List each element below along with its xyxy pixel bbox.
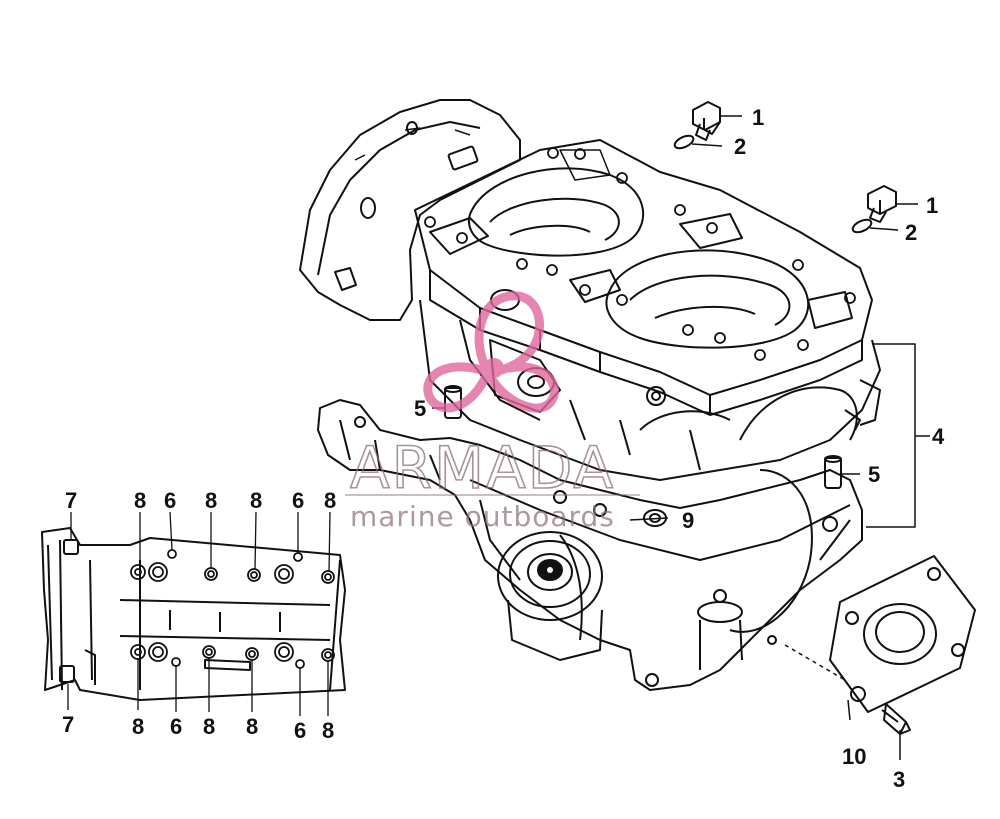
callout-screw-3: 3 bbox=[893, 767, 905, 792]
crankcase-assembly bbox=[299, 99, 881, 691]
watermark-brand: ARMADA bbox=[350, 434, 615, 502]
callout-cover-bottom-8d: 8 bbox=[322, 718, 334, 743]
callout-cover-bottom-6a: 6 bbox=[170, 714, 182, 739]
cylinder-bore-2 bbox=[605, 249, 810, 349]
head-bolt-holes bbox=[424, 147, 856, 361]
callout-dowel-5b: 5 bbox=[868, 462, 880, 487]
watermark: ARMADA marine outboards bbox=[345, 291, 640, 533]
callout-cover-top-6b: 6 bbox=[292, 488, 304, 513]
callout-cover-bottom-8a: 8 bbox=[132, 714, 144, 739]
callout-cover-bottom-8c: 8 bbox=[246, 714, 258, 739]
watermark-tagline: marine outboards bbox=[350, 500, 615, 533]
crankcase-cover bbox=[41, 511, 346, 716]
callout-cover-top-8a: 8 bbox=[134, 488, 146, 513]
callout-cover-top-6a: 6 bbox=[164, 488, 176, 513]
dowel-pin-right bbox=[824, 455, 860, 489]
cover-bolt-holes-bottom bbox=[130, 642, 335, 669]
callout-cover-top-7: 7 bbox=[65, 488, 77, 513]
callout-cover-top-8b: 8 bbox=[205, 488, 217, 513]
callout-bolt-1b: 1 bbox=[926, 193, 938, 218]
callout-cover-bottom-8b: 8 bbox=[203, 714, 215, 739]
crankcase-rear-flange-inner bbox=[317, 121, 481, 276]
watermark-logo-icon bbox=[423, 291, 559, 413]
callout-gasket-10: 10 bbox=[842, 744, 866, 769]
drain-bolt-upper bbox=[692, 101, 742, 141]
oil-seal bbox=[643, 509, 667, 527]
washer-upper bbox=[673, 134, 695, 150]
callout-cover-top-8c: 8 bbox=[250, 488, 262, 513]
cover-bolt-holes-top bbox=[130, 549, 335, 584]
callout-bolt-1a: 1 bbox=[752, 105, 764, 130]
callout-seal-9: 9 bbox=[682, 508, 694, 533]
mounting-gasket bbox=[829, 555, 976, 721]
cylinder-deck bbox=[414, 139, 873, 396]
cylinder-bore-1 bbox=[468, 167, 644, 257]
callout-labels: 1 2 1 2 4 5 5 9 10 3 7 8 6 8 8 6 8 7 8 6… bbox=[62, 105, 945, 792]
crankcase-body bbox=[419, 299, 881, 481]
callout-cover-bottom-7: 7 bbox=[62, 712, 74, 737]
callout-crankcase-4: 4 bbox=[932, 424, 945, 449]
callout-washer-2a: 2 bbox=[734, 134, 746, 159]
drain-bolt-right bbox=[867, 185, 918, 223]
callout-cover-top-8d: 8 bbox=[324, 488, 336, 513]
callout-cover-bottom-6b: 6 bbox=[294, 718, 306, 743]
washer-right bbox=[851, 218, 873, 234]
countersunk-screw bbox=[881, 703, 911, 760]
callout-washer-2b: 2 bbox=[905, 220, 917, 245]
seal-housing bbox=[497, 531, 603, 661]
callout-dowel-5a: 5 bbox=[414, 396, 426, 421]
callout-bracket-4 bbox=[866, 343, 916, 528]
